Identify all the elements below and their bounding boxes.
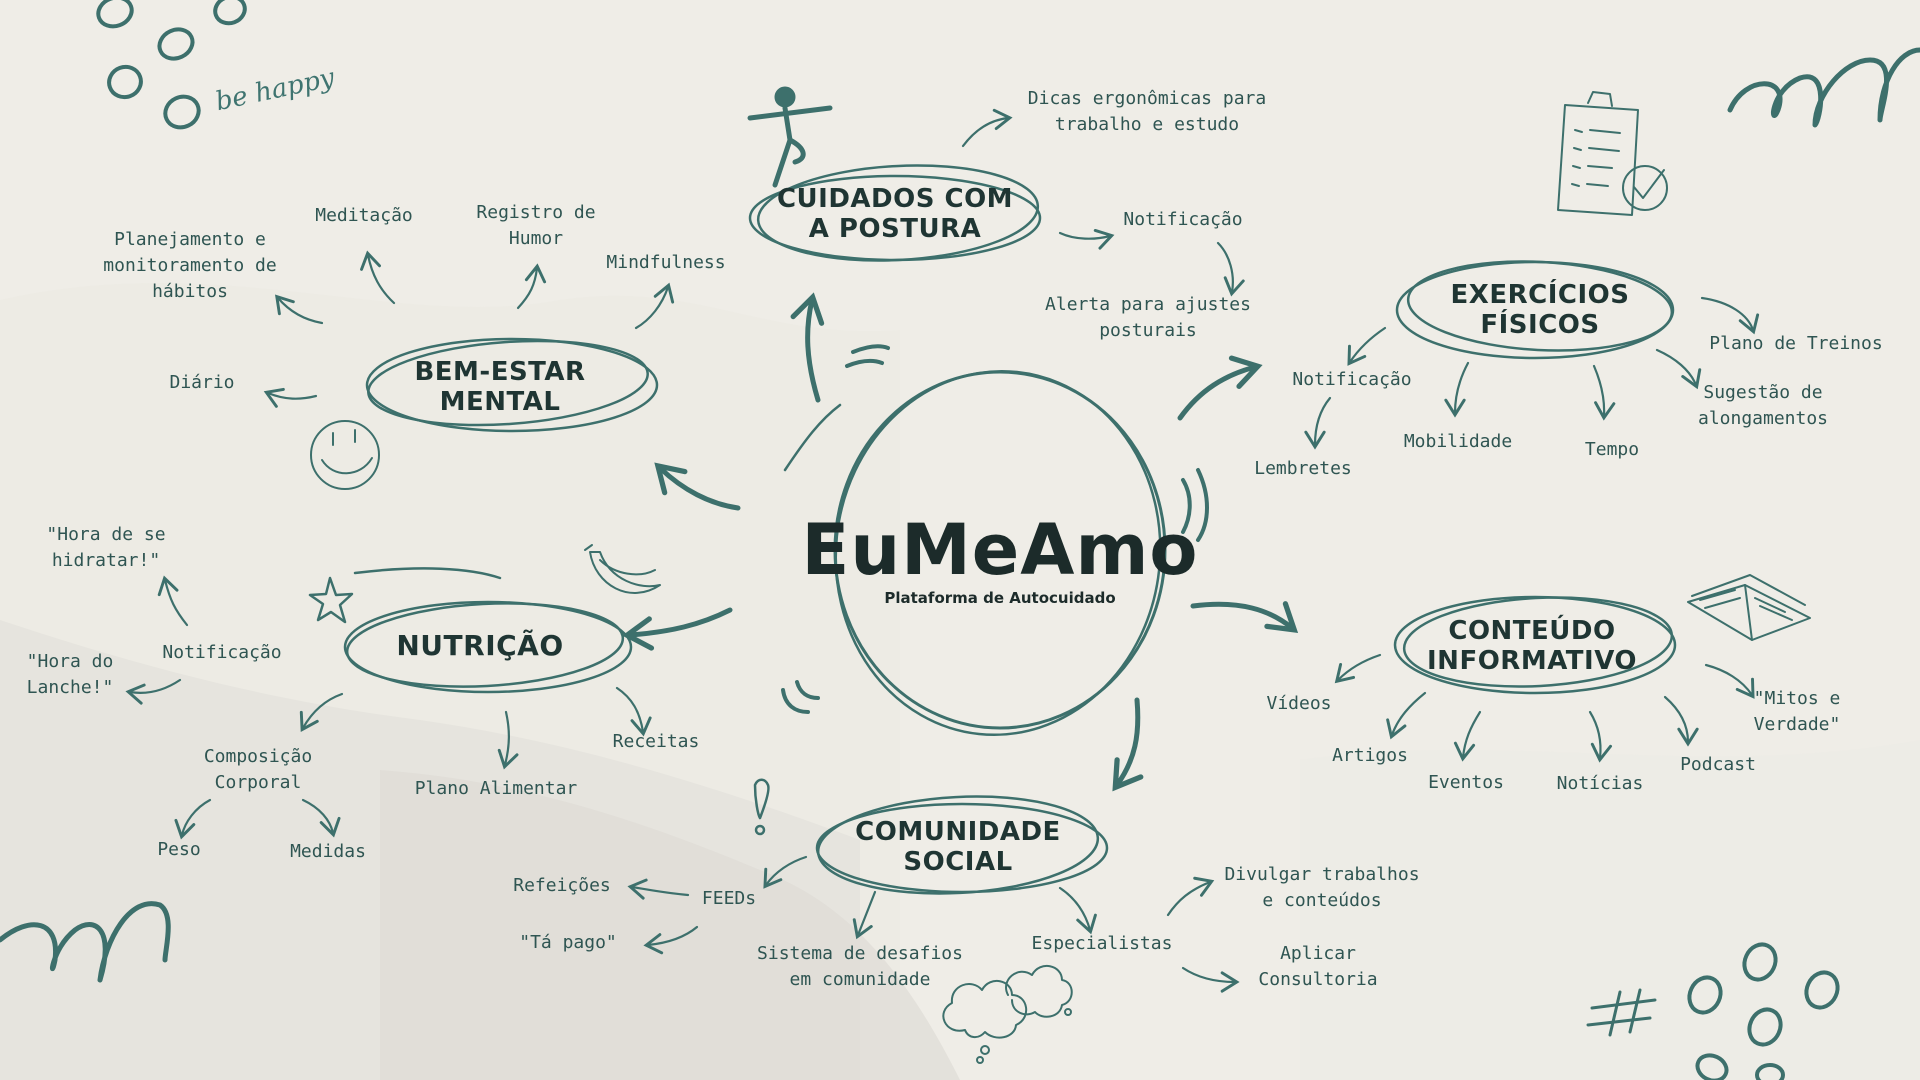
label-divulgar-trabalhos: Divulgar trabalhos e conteúdos <box>1224 864 1420 911</box>
label-nutricao-notificacao: Notificação <box>162 642 282 663</box>
label-registro-humor: Registro de Humor <box>476 202 596 249</box>
center-circle <box>783 369 1167 737</box>
label-mindfulness: Mindfulness <box>606 252 726 273</box>
ellipse-comunidade <box>815 795 1109 895</box>
node-conteudo-informativo-label: CONTEÚDO INFORMATIVO <box>1427 616 1637 676</box>
stretching-person-icon <box>747 86 833 188</box>
ellipse-nutricao <box>343 567 633 694</box>
node-cuidados-postura-label: CUIDADOS COM A POSTURA <box>776 184 1014 244</box>
label-tempo: Tempo <box>1584 439 1640 460</box>
ellipse-exercicios <box>1395 260 1675 360</box>
star-icon <box>308 576 354 624</box>
hashtag-icon <box>1586 988 1657 1037</box>
label-eventos: Eventos <box>1428 772 1504 793</box>
doodle-circles-bottom-right <box>1687 942 1840 1080</box>
node-bem-estar-mental: BEM-ESTAR MENTAL <box>414 357 585 417</box>
label-hora-hidratar: "Hora de se hidratar!" <box>46 524 166 571</box>
node-nutricao-label: NUTRIÇÃO <box>396 629 564 662</box>
label-refeicoes: Refeições <box>513 875 611 896</box>
label-medidas: Medidas <box>290 841 366 862</box>
label-videos: Vídeos <box>1266 693 1332 714</box>
label-alerta-ajustes: Alerta para ajustes posturais <box>1045 294 1251 341</box>
thought-bubble-icon <box>942 965 1073 1064</box>
label-artigos: Artigos <box>1332 745 1408 766</box>
label-composicao-corporal: Composição Corporal <box>203 746 313 793</box>
node-exercicios-fisicos-label: EXERCÍCIOS FÍSICOS <box>1450 280 1630 340</box>
doodle-circles-top-left <box>96 0 247 130</box>
node-cuidados-postura: CUIDADOS COM A POSTURA <box>777 184 1013 244</box>
label-peso: Peso <box>157 839 201 860</box>
label-lembretes: Lembretes <box>1254 458 1352 479</box>
label-sistema-desafios: Sistema de desafios em comunidade <box>757 943 963 990</box>
node-bem-estar-mental-label: BEM-ESTAR MENTAL <box>414 357 586 417</box>
label-receitas: Receitas <box>612 731 700 752</box>
center-subtitle: Plataforma de Autocuidado <box>884 589 1116 607</box>
label-ta-pago: "Tá pago" <box>519 932 617 953</box>
label-feeds: FEEDs <box>701 888 757 909</box>
node-nutricao: NUTRIÇÃO <box>396 631 563 661</box>
node-comunidade-social-label: COMUNIDADE SOCIAL <box>855 817 1061 877</box>
label-plano-alimentar: Plano Alimentar <box>414 778 578 799</box>
ellipse-postura <box>748 164 1042 262</box>
label-dicas-ergonomicas: Dicas ergonômicas para trabalho e estudo <box>1027 88 1267 135</box>
banana-icon <box>584 544 661 594</box>
label-meditacao: Meditação <box>315 205 413 226</box>
label-planejamento-habitos: Planejamento e monitoramento de hábitos <box>103 229 277 302</box>
label-noticias: Notícias <box>1556 773 1644 794</box>
smiley-icon <box>310 420 380 490</box>
center-title: EuMeAmo <box>801 509 1199 591</box>
doodle-loops-top-right <box>1727 47 1920 128</box>
label-hora-lanche: "Hora do Lanche!" <box>26 651 114 698</box>
label-podcast: Podcast <box>1680 754 1756 775</box>
doodle-loops-bottom-left <box>0 901 171 983</box>
label-especialistas: Especialistas <box>1031 933 1173 954</box>
clipboard-checklist-icon <box>1557 91 1668 216</box>
label-diario: Diário <box>169 372 235 393</box>
label-exercicios-notificacao: Notificação <box>1292 369 1412 390</box>
label-postura-notificacao: Notificação <box>1123 209 1243 230</box>
label-plano-treinos: Plano de Treinos <box>1709 333 1883 354</box>
exclamation-icon <box>753 778 770 836</box>
ellipse-conteudo <box>1393 595 1677 695</box>
label-mitos-verdade: "Mitos e Verdade" <box>1753 688 1841 735</box>
ellipse-bem-estar <box>365 337 659 433</box>
open-book-icon <box>1687 574 1811 641</box>
label-sugestao-alongamentos: Sugestão de alongamentos <box>1697 382 1829 429</box>
label-aplicar-consultoria: Aplicar Consultoria <box>1258 943 1378 990</box>
node-conteudo-informativo: CONTEÚDO INFORMATIVO <box>1427 616 1637 676</box>
node-exercicios-fisicos: EXERCÍCIOS FÍSICOS <box>1451 280 1630 340</box>
node-comunidade-social: COMUNIDADE SOCIAL <box>855 817 1061 877</box>
label-mobilidade: Mobilidade <box>1403 431 1513 452</box>
